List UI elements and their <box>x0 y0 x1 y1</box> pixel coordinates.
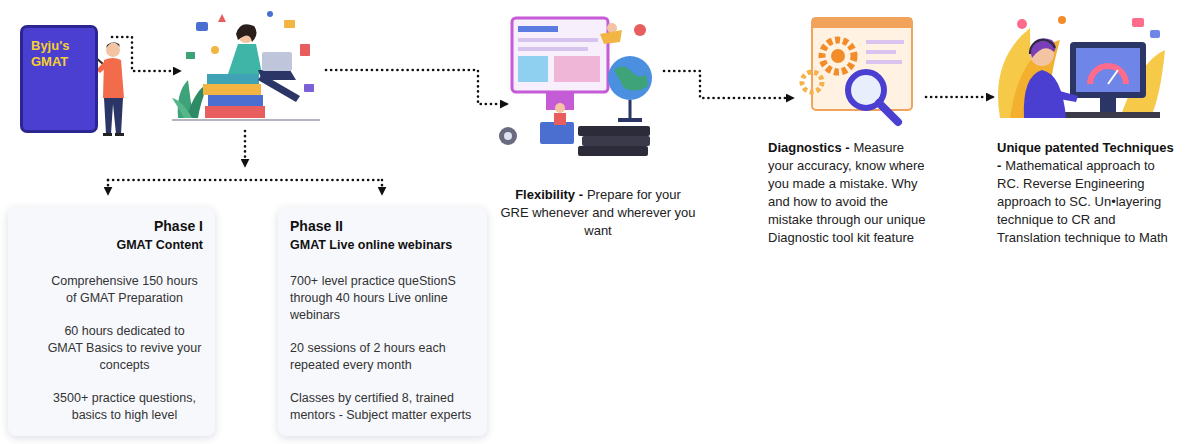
phase-point: Comprehensive 150 hours of GMAT Preparat… <box>20 273 203 307</box>
tablet-node: Byju's GMAT <box>20 25 98 133</box>
phase-subtitle: GMAT Live online webinars <box>290 237 475 253</box>
dotted-arrow <box>112 37 180 71</box>
illustration-node: Unique patented Techniques -Mathematical… <box>995 15 1165 125</box>
phase-title: Phase II <box>290 217 475 235</box>
caption: Flexibility -Prepare for your GRE whenev… <box>500 186 696 240</box>
dotted-arrow <box>107 180 110 194</box>
dotted-line <box>108 179 382 182</box>
illustration-node: Diagnostics -Measure your accuracy, know… <box>795 15 918 125</box>
diagnostics-illustration <box>802 18 912 122</box>
dotted-arrow <box>244 131 247 166</box>
phase-panel: Phase II GMAT Live online webinars 700+ le… <box>278 207 487 436</box>
caption-body: Measure your accuracy, know where you ma… <box>768 140 926 245</box>
caption-body: Mathematical approach to RC. Reverse Eng… <box>997 158 1168 245</box>
dotted-arrow <box>326 70 507 104</box>
student-illustration <box>172 11 320 120</box>
phase-panel: Phase I GMAT ContentComprehensive 150 hou… <box>8 207 215 436</box>
phase-point: 20 sessions of 2 hours each repeated eve… <box>290 340 475 374</box>
caption-heading: Diagnostics - <box>768 140 850 155</box>
caption-heading: Flexibility - <box>515 187 583 202</box>
phase-subtitle: GMAT Content <box>20 237 203 253</box>
phase-point: 60 hours dedicated to GMAT Basics to rev… <box>20 323 203 374</box>
phase-point: 700+ level practice queStionS through 40… <box>290 273 475 324</box>
flexibility-illustration <box>499 18 652 156</box>
illustration-node: Flexibility -Prepare for your GRE whenev… <box>497 15 662 160</box>
caption: Unique patented Techniques -Mathematical… <box>997 139 1179 247</box>
phase-point: 3500+ practice questions, basics to high… <box>20 390 203 424</box>
phase-title: Phase I <box>20 217 203 235</box>
phase-point: Classes by certified 8, trained mentors … <box>290 390 475 424</box>
flow-arrows <box>108 37 507 194</box>
techniques-illustration <box>998 16 1165 118</box>
dotted-arrow <box>381 180 384 194</box>
dotted-connector <box>926 96 993 99</box>
brand-label: Byju's GMAT <box>31 38 83 70</box>
dotted-connector <box>664 71 793 98</box>
caption: Diagnostics -Measure your accuracy, know… <box>768 139 930 247</box>
